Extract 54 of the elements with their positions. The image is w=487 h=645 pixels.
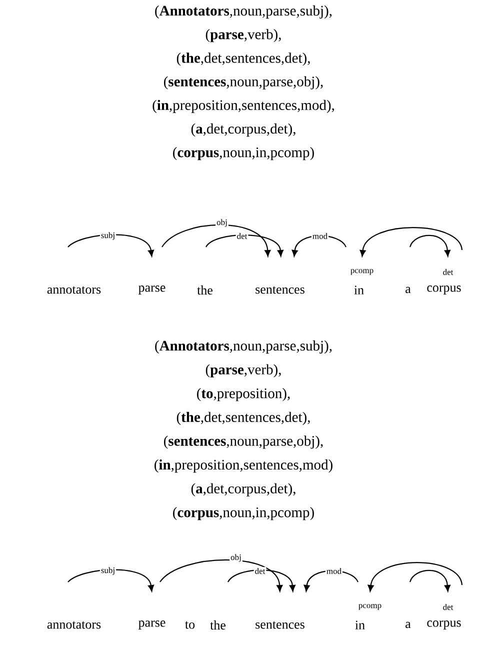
word: annotators — [47, 286, 101, 294]
arc-arrow — [206, 234, 284, 257]
edge-label: subj — [100, 231, 116, 241]
edge-label: mod — [311, 232, 329, 240]
word: to — [185, 621, 195, 629]
arc-arrow — [409, 234, 450, 257]
edge-label: obj — [230, 553, 242, 563]
word: corpus — [427, 620, 461, 630]
edge-label: det — [442, 268, 454, 276]
arc-arrow — [360, 227, 463, 257]
edge-label: obj — [216, 218, 228, 228]
edge-label: subj — [100, 566, 116, 576]
arc-arrow — [368, 562, 463, 592]
annotation-tuple: (sentences,noun,parse,obj), — [164, 76, 323, 90]
arc-arrow — [292, 235, 346, 257]
word: parse — [138, 620, 166, 630]
arc-arrow — [228, 570, 296, 592]
edge-label: pcomp — [349, 268, 375, 276]
arc-arrow — [68, 569, 154, 592]
word: annotators — [47, 621, 101, 629]
annotation-tuple: (corpus,noun,in,pcomp) — [173, 507, 314, 520]
arc-arrow — [304, 570, 358, 592]
arc-arrow — [160, 559, 283, 592]
word: a — [406, 286, 411, 294]
annotation-tuple: (in,preposition,sentences,mod), — [152, 100, 334, 113]
edge-label: det — [442, 603, 454, 611]
arc-arrow — [409, 570, 450, 592]
annotation-tuple: (the,det,sentences,det), — [176, 52, 310, 66]
edge-label: mod — [325, 567, 343, 575]
annotation-tuple: (parse,verb), — [206, 29, 281, 42]
word: the — [210, 620, 226, 630]
annotation-tuple: (the,det,sentences,det), — [176, 412, 310, 425]
annotation-tuple: (parse,verb), — [206, 364, 281, 378]
arc-arrow — [162, 224, 271, 257]
annotation-tuple: (to,preposition), — [197, 388, 290, 402]
annotation-tuple: (Annotators,noun,parse,subj), — [155, 5, 332, 19]
word: a — [406, 622, 411, 628]
word: in — [354, 286, 364, 294]
annotation-tuple: (sentences,noun,parse,obj), — [164, 436, 323, 449]
word: in — [355, 620, 365, 630]
annotation-tuple: (in,preposition,sentences,mod) — [154, 459, 332, 473]
annotation-tuple: (a,det,corpus,det), — [191, 483, 296, 496]
edge-label: pcomp — [357, 603, 383, 611]
arc-arrow — [68, 234, 154, 257]
annotation-tuple: (Annotators,noun,parse,subj), — [155, 340, 332, 354]
annotation-tuple: (corpus,noun,in,pcomp) — [173, 147, 314, 160]
word: parse — [138, 286, 166, 294]
annotation-tuple: (a,det,corpus,det), — [191, 123, 296, 137]
word: sentences — [256, 286, 304, 294]
word: corpus — [427, 286, 461, 294]
edge-label: det — [236, 232, 248, 240]
word: the — [197, 285, 212, 295]
edge-label: det — [254, 567, 266, 575]
word: sentences — [256, 621, 304, 629]
